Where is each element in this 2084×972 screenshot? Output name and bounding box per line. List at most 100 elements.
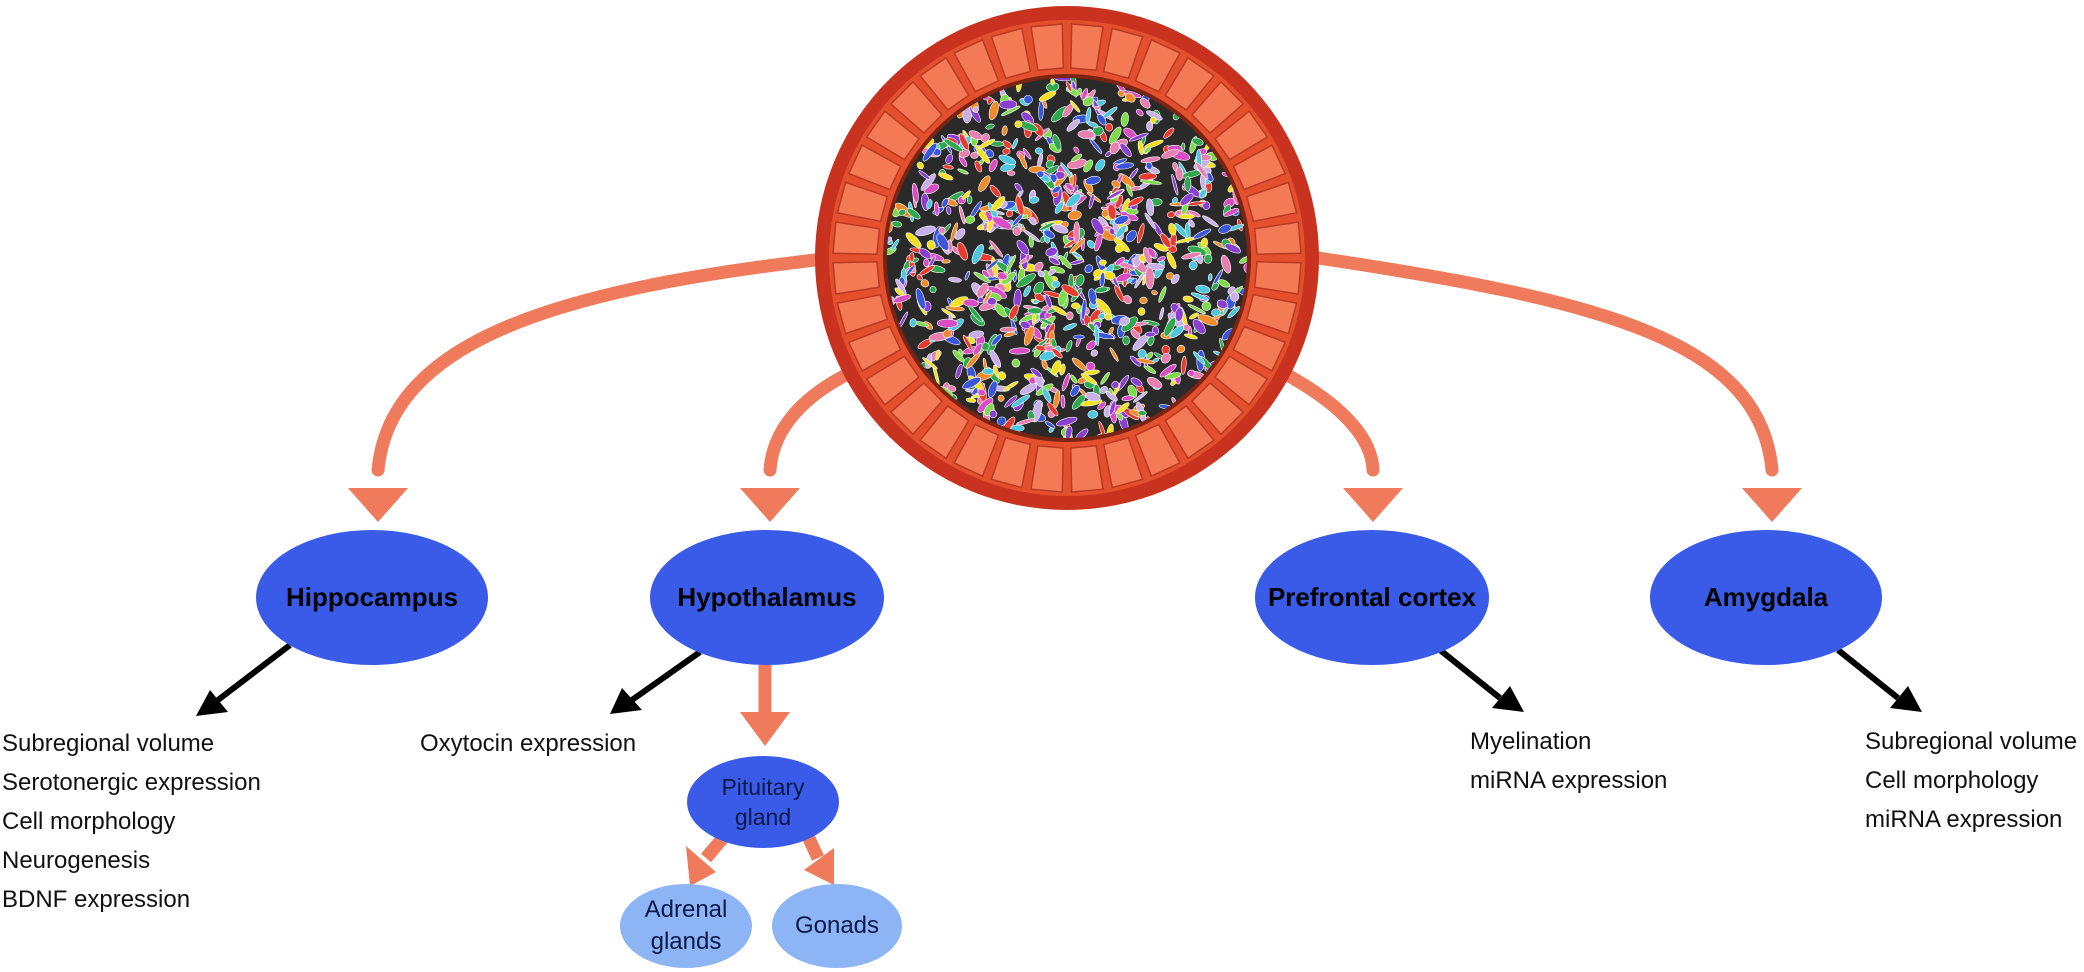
ring-tile: [836, 181, 889, 223]
effect-item: Myelination: [1470, 728, 1592, 755]
bacterium: [1100, 372, 1110, 385]
bacterium: [1040, 318, 1053, 325]
bacterium: [1085, 361, 1096, 371]
bacterium: [1176, 345, 1186, 353]
bacterium: [1047, 268, 1056, 276]
bacterium: [1187, 304, 1206, 314]
effect-item: Subregional volume: [1865, 728, 2078, 755]
bacterium: [1087, 410, 1099, 419]
bacterium: [1054, 201, 1064, 214]
ring-tile: [953, 38, 1000, 93]
bacterium: [1021, 214, 1029, 220]
bacterium: [1052, 224, 1069, 234]
effects-amygdala: Subregional volume Cell morphology miRNA…: [1865, 722, 2077, 839]
bacterium: [1011, 138, 1019, 150]
bacterium: [1051, 348, 1063, 359]
black-arrow-hippocampus: [196, 642, 292, 716]
bacterium: [1171, 173, 1179, 196]
bacterium: [1088, 288, 1097, 306]
bacterium: [1045, 159, 1054, 169]
bacterium: [1109, 400, 1116, 416]
bacterium: [1178, 213, 1195, 220]
bacterium: [1220, 254, 1232, 274]
bacterium: [1073, 221, 1081, 244]
bacterium: [955, 363, 963, 379]
ring-tile: [1245, 293, 1298, 335]
bacterium: [982, 367, 995, 375]
bacterium: [1127, 384, 1138, 399]
bacterium: [1051, 280, 1061, 288]
node-amygdala-label: Amygdala: [1703, 582, 1829, 612]
bacterium: [1216, 299, 1228, 309]
bacterium: [1140, 179, 1163, 185]
bacterium: [1114, 244, 1125, 253]
bacterium: [1132, 391, 1148, 403]
bacterium: [1030, 367, 1043, 379]
node-pituitary-label: Pituitary gland: [721, 774, 805, 830]
bacterium: [1038, 90, 1057, 102]
bacterium: [915, 288, 926, 310]
bacterium: [1144, 212, 1156, 230]
bacterium: [1144, 331, 1156, 338]
bacterium: [1137, 410, 1147, 416]
ring-tile: [865, 355, 921, 406]
bacterium: [1227, 306, 1240, 319]
bacterium: [1211, 282, 1219, 291]
bacterium: [1114, 285, 1125, 302]
bacterium: [1192, 319, 1206, 335]
bacterium: [987, 97, 993, 105]
bacterium: [1108, 326, 1114, 335]
bacterium: [1071, 357, 1087, 371]
bacterium: [1188, 260, 1198, 271]
ring-tile: [1232, 144, 1287, 191]
bacterium: [972, 343, 983, 356]
bacterium: [1161, 148, 1180, 159]
bacterium: [1071, 302, 1081, 310]
bacterium: [1066, 119, 1081, 132]
bacterium: [1181, 251, 1202, 260]
bacterium: [999, 326, 1017, 333]
bacterium: [1120, 112, 1129, 127]
bacterium: [957, 242, 968, 261]
bacterium: [1011, 358, 1021, 368]
bacterium: [1015, 418, 1036, 426]
bacterium: [1073, 334, 1085, 340]
bacterium: [1034, 293, 1045, 302]
bacterium: [1166, 252, 1177, 269]
bacterium: [1136, 223, 1145, 244]
bacterium: [1136, 108, 1144, 117]
bacterium: [952, 349, 965, 363]
ring-tile: [1232, 325, 1287, 372]
ring-tile: [919, 404, 970, 460]
bacterium: [1163, 127, 1175, 139]
bacterium: [973, 106, 979, 113]
bacterium: [1009, 347, 1031, 355]
bacterium: [1170, 380, 1177, 386]
bacterium: [1195, 162, 1209, 180]
bacterium: [976, 282, 989, 298]
bacterium: [1174, 307, 1184, 322]
bacterium: [898, 208, 907, 216]
bacterium: [1095, 159, 1106, 172]
bacterium: [981, 342, 990, 351]
bacterium: [1191, 137, 1204, 146]
bacterium: [1159, 307, 1165, 321]
bacterium: [958, 205, 966, 225]
ring-tile: [1134, 423, 1181, 478]
effects-hypothalamus: Oxytocin expression: [420, 724, 636, 763]
bacterium: [935, 349, 941, 361]
bacterium: [1086, 340, 1097, 351]
bacterium: [997, 371, 1007, 381]
bacterium: [1153, 243, 1169, 252]
bacterium: [1084, 391, 1101, 402]
effects-prefrontal-cortex: Myelination miRNA expression: [1470, 722, 1667, 800]
bacterium: [991, 334, 1003, 346]
bacterium: [975, 145, 991, 164]
bacterium: [1125, 230, 1137, 243]
bacterium: [1160, 233, 1172, 249]
bacterium: [980, 133, 990, 143]
bacterium: [1130, 377, 1143, 387]
bacterium: [1090, 349, 1098, 357]
bacterium: [1101, 209, 1110, 218]
effect-item: Oxytocin expression: [420, 730, 637, 757]
